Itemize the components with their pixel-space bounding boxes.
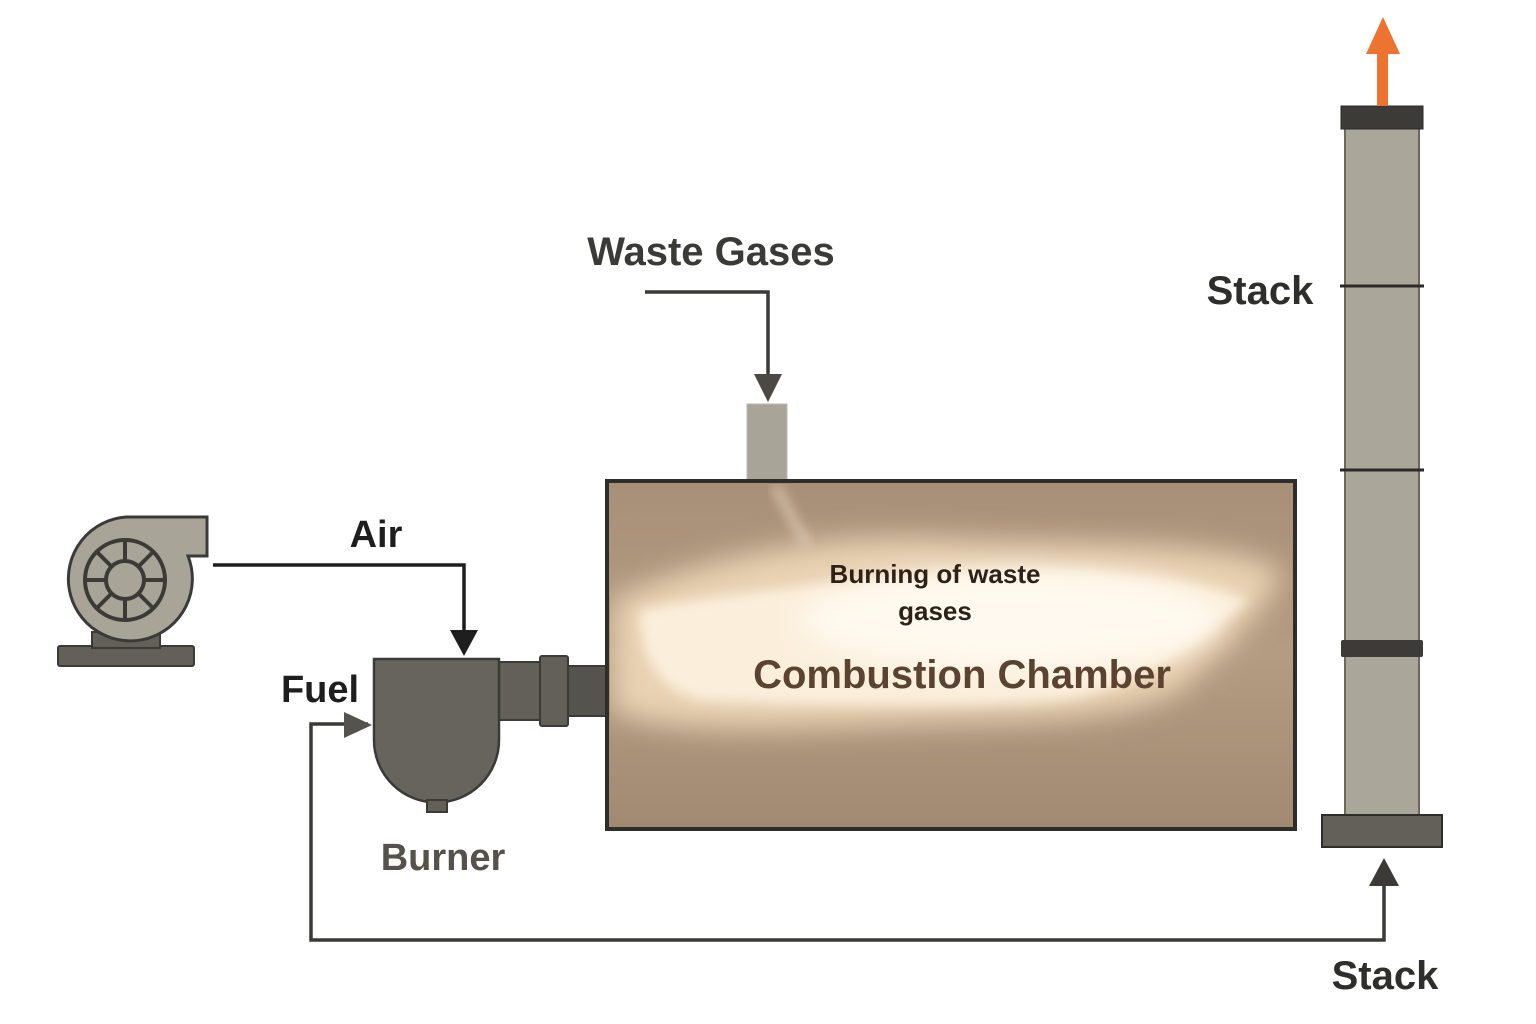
- stack-base: [1321, 814, 1443, 848]
- chamber-sub-label-line2: gases: [898, 596, 972, 626]
- burner-drain: [426, 799, 448, 813]
- air-arrowhead-icon: [450, 630, 478, 656]
- waste-gas-arrowhead-icon: [754, 374, 782, 402]
- burner-flange: [539, 655, 569, 727]
- flame-hot-spot: [800, 572, 1220, 668]
- air-label: Air: [350, 514, 403, 556]
- combustion-chamber: [605, 479, 1297, 831]
- fuel-arrowhead-icon: [344, 712, 372, 738]
- burner-label: Burner: [381, 837, 506, 879]
- waste-gas-inlet-pipe: [746, 403, 788, 483]
- exhaust-arrow-icon: [1366, 17, 1400, 106]
- fuel-label: Fuel: [281, 669, 359, 711]
- fuel-return-line: [309, 712, 1399, 942]
- stack-column: [1344, 127, 1420, 819]
- stack-label-bottom: Stack: [1332, 954, 1439, 998]
- exhaust-stack: [1321, 105, 1443, 848]
- waste-gas-wisp: [772, 484, 811, 547]
- chamber-sub-label-line1: Burning of waste: [830, 559, 1041, 589]
- burner-icon: [372, 655, 611, 813]
- waste-gases-label: Waste Gases: [587, 230, 835, 274]
- stack-cap: [1340, 105, 1424, 130]
- combustion-chamber-title: Combustion Chamber: [753, 653, 1171, 697]
- stack-label-top: Stack: [1207, 269, 1314, 313]
- waste-gas-flow-line: [645, 290, 782, 402]
- air-flow-line: [213, 563, 478, 656]
- burner-pipe: [495, 661, 545, 721]
- blower-impeller-blades: [85, 540, 165, 620]
- blower-icon: [57, 515, 209, 667]
- burner-body: [372, 657, 501, 804]
- stack-inlet-arrowhead-icon: [1369, 858, 1399, 886]
- burner-nozzle: [565, 665, 611, 717]
- stack-band: [1341, 640, 1423, 657]
